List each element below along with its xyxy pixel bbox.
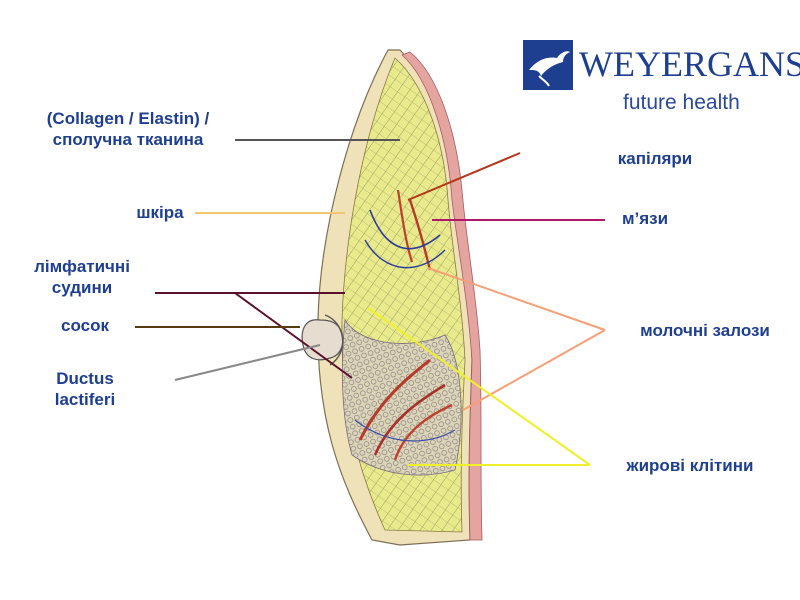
label-skin-line-1: шкіра [136,203,184,222]
leader-glands-a [427,267,606,331]
label-skin: шкіра [120,202,200,223]
label-lymph-line-2: судини [51,278,113,297]
label-glands-line-1: молочні залози [640,321,770,340]
label-capillaries-line-1: капіляри [617,149,693,168]
label-fat-line-1: жирові клітини [626,456,754,475]
blue-vessel-1 [369,209,441,250]
label-muscles: м’язи [600,208,690,229]
nipple-shape [301,319,344,361]
label-collagen-line-2: сполучна тканина [52,130,204,149]
leader-fat-a [367,307,591,466]
gland-strand-4 [408,199,432,271]
logo-tagline: future health [623,91,740,114]
label-ductus-line-1: Ductus [56,369,114,388]
label-fat: жирові клітини [605,455,775,476]
gland-strand-3 [393,403,453,461]
label-ductus: Ductus lactiferi [30,368,140,410]
label-nipple-line-1: сосок [61,316,109,335]
label-ductus-line-2: lactiferi [54,390,116,409]
gland-strand-5 [396,189,414,263]
label-lymph: лімфатичні судини [22,256,142,298]
bird-in-square-icon [523,40,573,90]
muscle-edge-shape [401,51,483,541]
label-lymph-line-1: лімфатичні [34,257,130,276]
blue-vessel-3 [354,419,456,442]
leader-lymph-b [234,292,353,379]
ducts-texture-shape [342,320,462,475]
weyergans-logo: WEYERGANS future health [523,38,800,118]
leader-ductus [174,344,321,381]
label-muscles-line-1: м’язи [621,209,669,228]
label-collagen: (Collagen / Elastin) / сполучна тканина [28,108,228,150]
leader-capillaries [407,152,521,201]
leader-lines [135,139,606,466]
label-capillaries: капіляри [600,148,710,169]
label-collagen-line-1: (Collagen / Elastin) / [46,109,210,128]
label-nipple: сосок [40,315,130,336]
logo-name: WEYERGANS [579,44,800,84]
leader-glands-b [462,329,606,411]
label-glands: молочні залози [620,320,790,341]
nipple-areola-shape [324,314,344,366]
blue-vessel-2 [364,239,446,269]
gland-strand-2 [373,383,446,456]
